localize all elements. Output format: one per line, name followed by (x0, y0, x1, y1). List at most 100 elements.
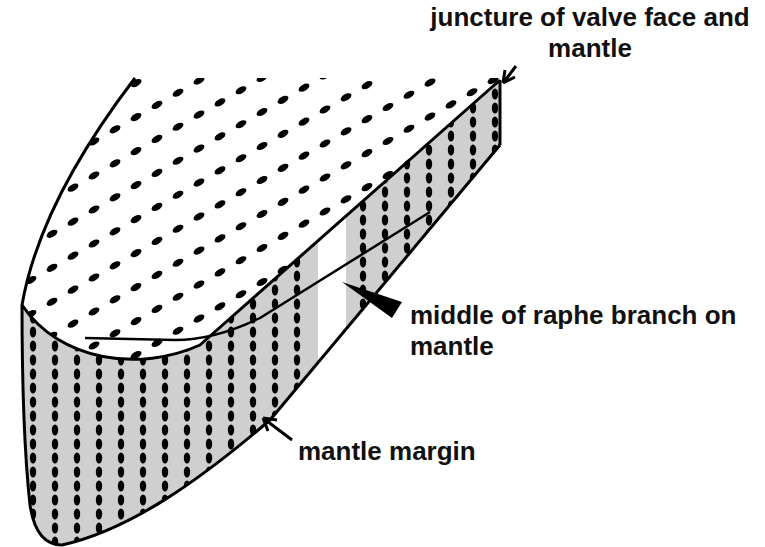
stria-dot (45, 92, 59, 104)
stria-dot (382, 117, 388, 128)
stria-dot (74, 229, 80, 240)
stria-dot (192, 143, 206, 155)
stria-dot (171, 359, 185, 371)
stria-dot (444, 65, 458, 77)
stria-dot (228, 173, 234, 184)
stria-dot (184, 355, 190, 366)
stria-dot (52, 509, 58, 520)
stria-dot (426, 271, 432, 282)
stria-dot (250, 467, 256, 478)
stria-dot (108, 260, 122, 272)
stria-dot (250, 173, 256, 184)
stria-dot (272, 467, 278, 478)
stria-dot (250, 537, 256, 547)
stria-dot (294, 215, 300, 226)
stria-dot (30, 481, 36, 492)
stria-dot (206, 173, 212, 184)
stria-dot (171, 189, 185, 201)
stria-dot (234, 254, 248, 266)
stria-dot (184, 89, 190, 100)
stria-dot (52, 299, 58, 310)
stria-dot (360, 79, 374, 91)
stria-dot (272, 313, 278, 324)
stria-dot (96, 89, 102, 100)
stria-dot (250, 159, 256, 170)
stria-dot (96, 341, 102, 352)
stria-dot (192, 177, 206, 189)
stria-dot (404, 327, 410, 338)
stria-dot (140, 117, 146, 128)
stria-dot (360, 397, 366, 408)
stria-dot (87, 272, 101, 284)
stria-dot (52, 285, 58, 296)
stria-dot (30, 187, 36, 198)
stria-dot (272, 397, 278, 408)
stria-dot (206, 285, 212, 296)
stria-dot (74, 313, 80, 324)
stria-dot (206, 243, 212, 254)
stria-dot (360, 411, 366, 422)
stria-dot (140, 229, 146, 240)
stria-dot (140, 537, 146, 547)
stria-dot (52, 355, 58, 366)
stria-dot (294, 243, 300, 254)
stria-dot (129, 315, 143, 327)
stria-dot (360, 537, 366, 547)
stria-dot (140, 201, 146, 212)
stria-dot (162, 411, 168, 422)
stria-dot (250, 131, 256, 142)
stria-dot (96, 509, 102, 520)
stria-dot (129, 179, 143, 191)
stria-dot (184, 495, 190, 506)
stria-dot (74, 145, 80, 156)
stria-dot (444, 99, 458, 111)
stria-dot (339, 92, 353, 104)
stria-dot (171, 121, 185, 133)
stria-dot (404, 285, 410, 296)
stria-dot (448, 397, 454, 408)
stria-dot (404, 523, 410, 534)
stria-dot (250, 75, 256, 86)
stria-dot (294, 523, 300, 534)
stria-dot (74, 425, 80, 436)
stria-dot (74, 383, 80, 394)
stria-dot (171, 325, 185, 337)
stria-dot (52, 159, 58, 170)
stria-dot (140, 383, 146, 394)
stria-dot (444, 235, 458, 247)
stria-dot (339, 364, 353, 376)
stria-dot (24, 172, 38, 184)
stria-dot (228, 537, 234, 547)
stria-dot (294, 117, 300, 128)
stria-dot (140, 439, 146, 450)
stria-dot (470, 285, 476, 296)
stria-dot (206, 145, 212, 156)
stria-dot (52, 145, 58, 156)
stria-dot (162, 131, 168, 142)
stria-dot (360, 383, 366, 394)
stria-dot (96, 257, 102, 268)
stria-dot (423, 77, 437, 89)
stria-dot (382, 355, 388, 366)
stria-dot (74, 271, 80, 282)
stria-dot (74, 439, 80, 450)
stria-dot (294, 89, 300, 100)
stria-dot (404, 89, 410, 100)
stria-dot (382, 257, 388, 268)
stria-dot (52, 467, 58, 478)
stria-dot (30, 299, 36, 310)
stria-dot (318, 172, 332, 184)
stria-dot (382, 131, 388, 142)
stria-dot (24, 70, 38, 82)
stria-dot (492, 117, 498, 128)
stria-dot (184, 523, 190, 534)
stria-dot (272, 285, 278, 296)
stria-dot (228, 299, 234, 310)
stria-dot (184, 369, 190, 380)
stria-dot (470, 159, 476, 170)
stria-dot (184, 285, 190, 296)
stria-dot (228, 145, 234, 156)
stria-dot (140, 369, 146, 380)
stria-dot (118, 201, 124, 212)
stria-dot (470, 411, 476, 422)
